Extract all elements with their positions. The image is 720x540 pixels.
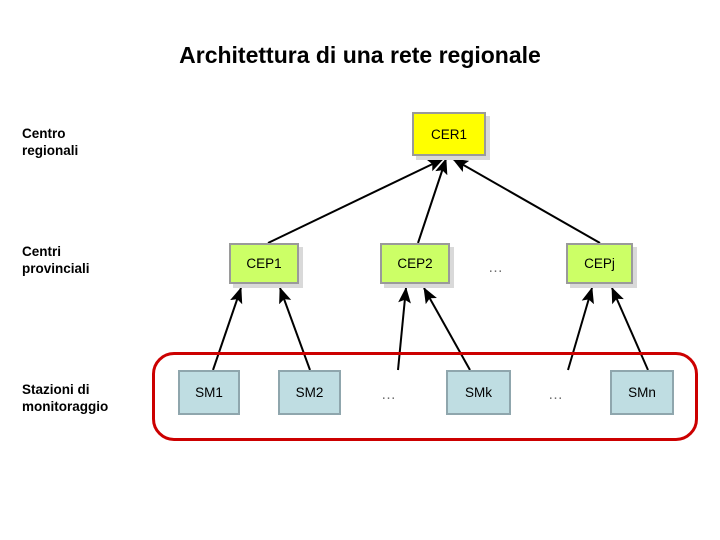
node-sm2[interactable]: SM2 xyxy=(278,370,341,415)
row-label-stazioni-monitoraggio: Stazioni di monitoraggio xyxy=(22,382,109,414)
node-sm1[interactable]: SM1 xyxy=(178,370,240,415)
node-cep2[interactable]: CEP2 xyxy=(380,243,450,284)
provincial-ellipsis: … xyxy=(488,259,504,276)
node-smn[interactable]: SMn xyxy=(610,370,674,415)
node-cep1[interactable]: CEP1 xyxy=(229,243,299,284)
station-ellipsis-1: … xyxy=(381,386,397,403)
node-cepj[interactable]: CEPj xyxy=(566,243,633,284)
station-ellipsis-2: … xyxy=(548,386,564,403)
page-title: Architettura di una rete regionale xyxy=(179,42,541,68)
row-label-centro-regionali: Centro regionali xyxy=(22,126,79,158)
monitoring-stations-group xyxy=(152,352,698,441)
node-smk[interactable]: SMk xyxy=(446,370,511,415)
node-cer1[interactable]: CER1 xyxy=(412,112,486,156)
row-label-centri-provinciali: Centri provinciali xyxy=(22,244,90,276)
